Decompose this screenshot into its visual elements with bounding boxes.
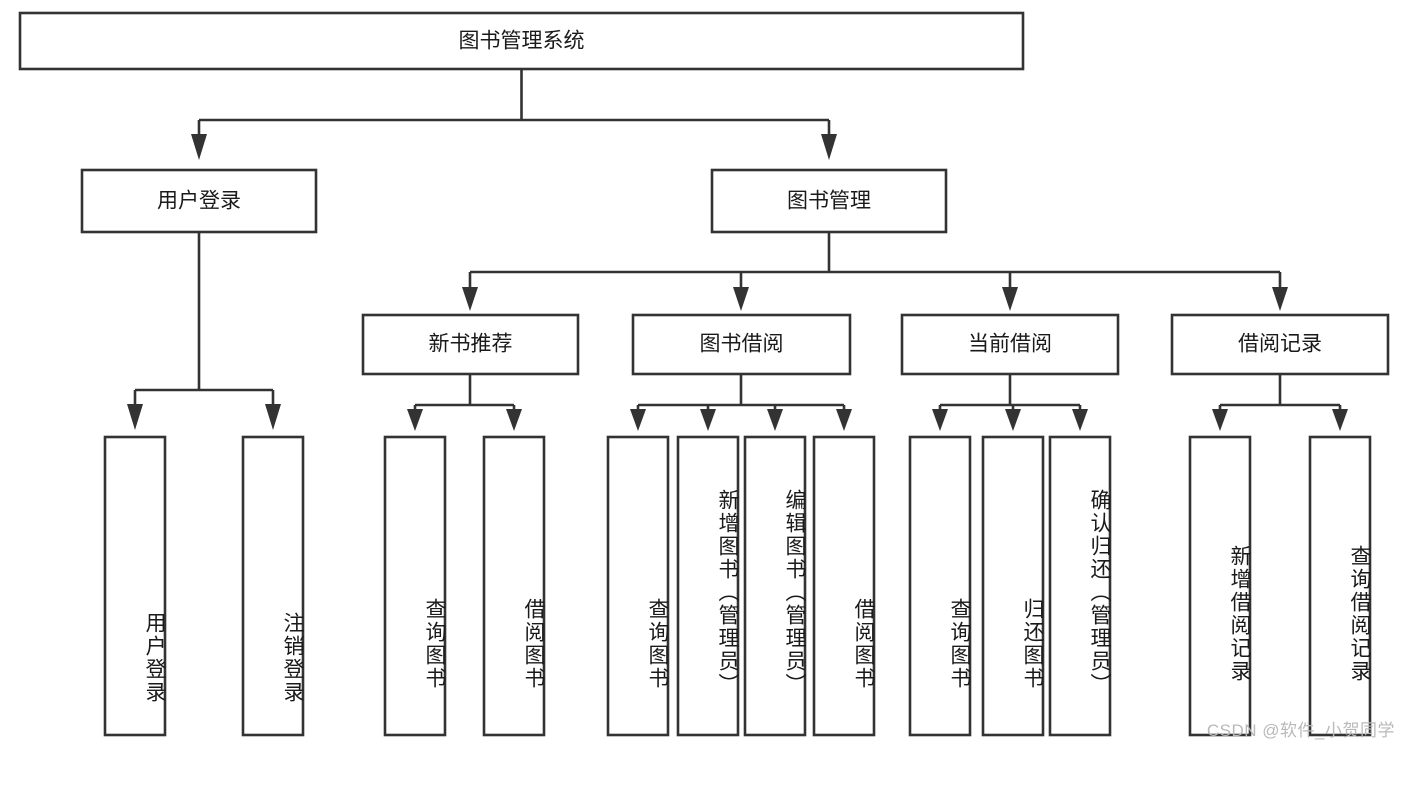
- connector-group-user-login-to-leaves: [127, 232, 281, 430]
- node-new-book-recommend-box[interactable]: [361, 313, 580, 376]
- node-book-manage-label: 图书管理: [787, 190, 871, 213]
- node-root[interactable]: 图书管理系统: [18, 11, 1025, 71]
- node-borrow-record-box[interactable]: [1170, 313, 1390, 376]
- arrow-head-new-book-recommend: [462, 287, 478, 311]
- node-leaf-add-book-admin-box[interactable]: [676, 435, 740, 737]
- node-book-borrow-label: 图书借阅: [700, 333, 784, 356]
- connector-group-book-borrow-to-leaves: [630, 374, 852, 431]
- node-current-borrow-box[interactable]: [900, 313, 1120, 376]
- node-borrow-record[interactable]: 借阅记录: [1170, 313, 1390, 376]
- arrow-head-leaf-query-book-cur: [932, 409, 948, 431]
- node-current-borrow-label: 当前借阅: [968, 333, 1052, 356]
- arrow-head-current-borrow: [1002, 287, 1018, 311]
- arrow-head-leaf-query-book-borrow: [630, 409, 646, 431]
- node-leaf-user-login-box[interactable]: [103, 435, 167, 737]
- node-leaf-borrow-book-box[interactable]: [812, 435, 876, 737]
- arrow-head-leaf-query-borrow-record: [1332, 409, 1348, 431]
- arrow-head-leaf-borrow-book: [836, 409, 852, 431]
- node-new-book-recommend[interactable]: 新书推荐: [361, 313, 580, 376]
- node-leaf-confirm-return-admin-box[interactable]: [1048, 435, 1112, 737]
- arrow-head-book-manage: [821, 134, 837, 160]
- node-leaf-edit-book-admin-box[interactable]: [743, 435, 807, 737]
- node-book-manage[interactable]: 图书管理: [710, 168, 948, 234]
- node-root-label: 图书管理系统: [459, 30, 585, 53]
- arrow-head-leaf-confirm-return-admin: [1072, 409, 1088, 431]
- connector-group-current-borrow-to-leaves: [932, 374, 1088, 431]
- node-user-login-box[interactable]: [80, 168, 318, 234]
- arrow-head-leaf-borrow-book-rec: [506, 409, 522, 431]
- arrow-head-leaf-user-login: [127, 404, 143, 430]
- node-root-box[interactable]: [18, 11, 1025, 71]
- hierarchy-diagram-canvas: 图书管理系统 用户登录 图书管理 新书推荐 图书借阅 当前借阅 借阅记录: [18, 11, 1390, 737]
- node-leaf-add-borrow-record-box[interactable]: [1188, 435, 1252, 737]
- node-new-book-recommend-label: 新书推荐: [429, 333, 513, 356]
- connector-group-book-manage-to-level3: [462, 232, 1288, 311]
- arrow-head-leaf-return-book: [1005, 409, 1021, 431]
- arrow-head-leaf-logout-login: [265, 404, 281, 430]
- arrow-head-leaf-add-book-admin: [700, 409, 716, 431]
- node-book-borrow-box[interactable]: [631, 313, 852, 376]
- node-user-login[interactable]: 用户登录: [80, 168, 318, 234]
- watermark-label: CSDN @软件_小贺同学: [1206, 721, 1395, 740]
- node-leaf-query-book-borrow-box[interactable]: [606, 435, 670, 737]
- node-leaf-return-book-box[interactable]: [981, 435, 1045, 737]
- node-leaf-query-borrow-record-box[interactable]: [1308, 435, 1372, 737]
- leaf-boxes-group: [103, 435, 1372, 737]
- node-book-borrow[interactable]: 图书借阅: [631, 313, 852, 376]
- arrow-head-leaf-edit-book-admin: [767, 409, 783, 431]
- arrow-head-book-borrow: [733, 287, 749, 311]
- diagram-root: 图书管理系统 用户登录 图书管理 新书推荐 图书借阅 当前借阅 借阅记录: [18, 11, 1395, 740]
- connector-group-root-to-level2: [191, 69, 837, 160]
- node-leaf-logout-login-box[interactable]: [241, 435, 305, 737]
- arrow-head-leaf-query-book-rec: [407, 409, 423, 431]
- node-user-login-label: 用户登录: [157, 190, 241, 213]
- arrow-head-leaf-add-borrow-record: [1212, 409, 1228, 431]
- connector-group-borrow-record-to-leaves: [1212, 374, 1348, 431]
- connector-group-new-book-recommend-to-leaves: [407, 374, 522, 431]
- node-book-manage-box[interactable]: [710, 168, 948, 234]
- node-borrow-record-label: 借阅记录: [1238, 333, 1322, 356]
- arrow-head-borrow-record: [1272, 287, 1288, 311]
- node-leaf-query-book-cur-box[interactable]: [908, 435, 972, 737]
- node-current-borrow[interactable]: 当前借阅: [900, 313, 1120, 376]
- node-leaf-query-book-rec-box[interactable]: [383, 435, 447, 737]
- arrow-head-user-login: [191, 134, 207, 160]
- node-leaf-borrow-book-rec-box[interactable]: [482, 435, 546, 737]
